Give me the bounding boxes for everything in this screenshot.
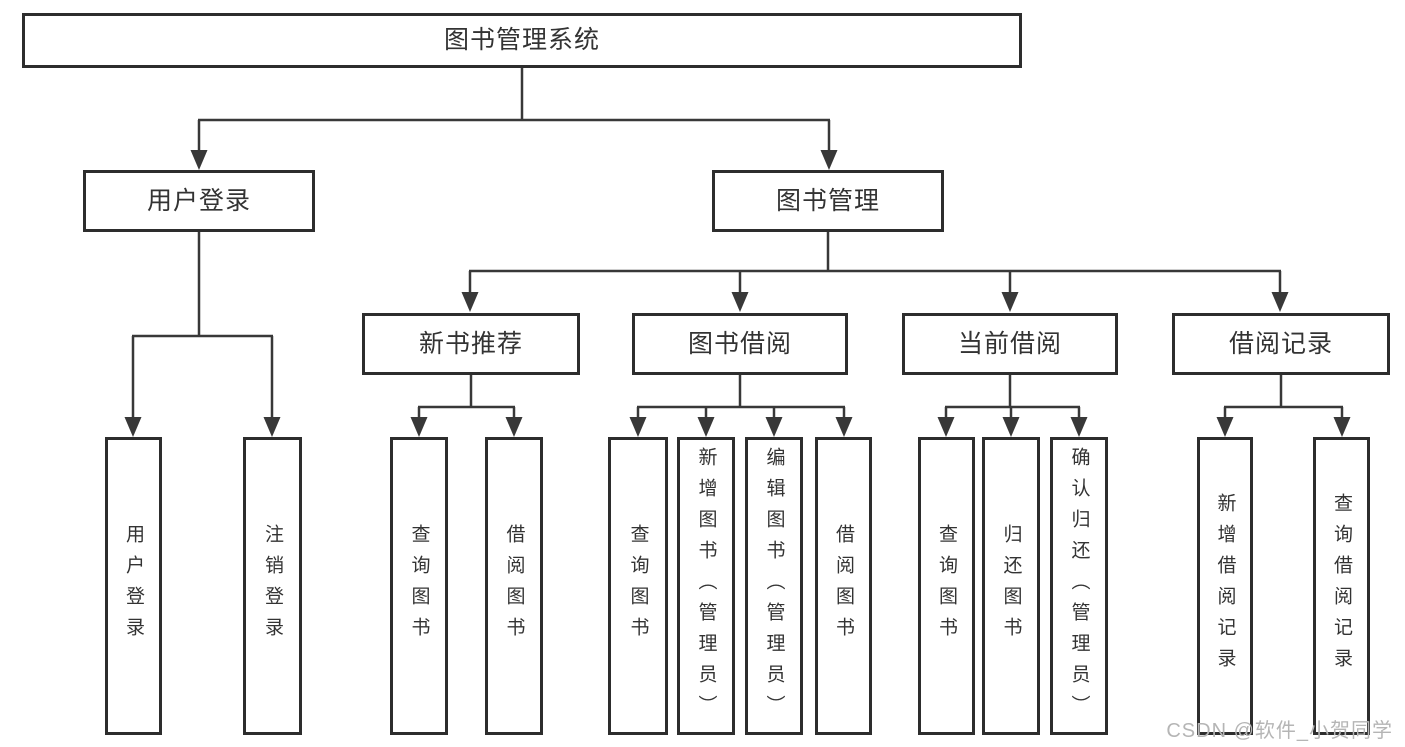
leaf-borrow-books-1-label: 借阅图书: [503, 524, 525, 648]
leaf-add-borrow-record-label: 新增借阅记录: [1214, 493, 1236, 679]
leaf-query-borrow-record-label: 查询借阅记录: [1331, 493, 1352, 679]
leaf-return-book-label: 归还图书: [1000, 524, 1022, 648]
node-root: 图书管理系统: [22, 13, 1022, 68]
leaf-edit-book-admin-label: 编辑图书（管理员）: [763, 446, 785, 726]
node-borrow-records: 借阅记录: [1172, 313, 1390, 375]
leaf-return-book: 归还图书: [982, 437, 1040, 735]
csdn-watermark: CSDN @软件_小贺同学: [1166, 720, 1393, 742]
leaf-query-books-1: 查询图书: [390, 437, 448, 735]
leaf-edit-book-admin: 编辑图书（管理员）: [745, 437, 803, 735]
node-user-login-label: 用户登录: [146, 186, 251, 215]
leaf-query-books-2-label: 查询图书: [627, 524, 649, 648]
leaf-borrow-books-1: 借阅图书: [485, 437, 543, 735]
node-current-borrow: 当前借阅: [902, 313, 1118, 375]
leaf-logout-label: 注销登录: [262, 524, 283, 648]
node-book-management: 图书管理: [712, 170, 944, 232]
leaf-borrow-books-2: 借阅图书: [815, 437, 872, 735]
leaf-query-borrow-record: 查询借阅记录: [1313, 437, 1370, 735]
node-book-management-label: 图书管理: [775, 186, 880, 215]
leaf-query-books-1-label: 查询图书: [408, 524, 430, 648]
leaf-add-book-admin: 新增图书（管理员）: [677, 437, 735, 735]
leaf-query-books-3-label: 查询图书: [936, 524, 957, 648]
node-book-borrow: 图书借阅: [632, 313, 848, 375]
leaf-query-books-3: 查询图书: [918, 437, 975, 735]
node-current-borrow-label: 当前借阅: [957, 329, 1062, 358]
leaf-query-books-2: 查询图书: [608, 437, 668, 735]
leaf-borrow-books-2-label: 借阅图书: [833, 524, 854, 648]
leaf-add-borrow-record: 新增借阅记录: [1197, 437, 1253, 735]
node-borrow-records-label: 借阅记录: [1228, 329, 1333, 358]
leaf-user-login-label: 用户登录: [123, 524, 144, 648]
leaf-logout: 注销登录: [243, 437, 302, 735]
node-book-borrow-label: 图书借阅: [687, 329, 792, 358]
node-root-label: 图书管理系统: [443, 26, 600, 54]
leaf-add-book-admin-label: 新增图书（管理员）: [695, 446, 717, 726]
leaf-confirm-return-admin: 确认归还（管理员）: [1050, 437, 1108, 735]
node-new-book-recommend: 新书推荐: [362, 313, 580, 375]
node-new-book-recommend-label: 新书推荐: [418, 329, 523, 358]
leaf-user-login: 用户登录: [105, 437, 162, 735]
leaf-confirm-return-admin-label: 确认归还（管理员）: [1068, 446, 1090, 726]
node-user-login: 用户登录: [83, 170, 315, 232]
